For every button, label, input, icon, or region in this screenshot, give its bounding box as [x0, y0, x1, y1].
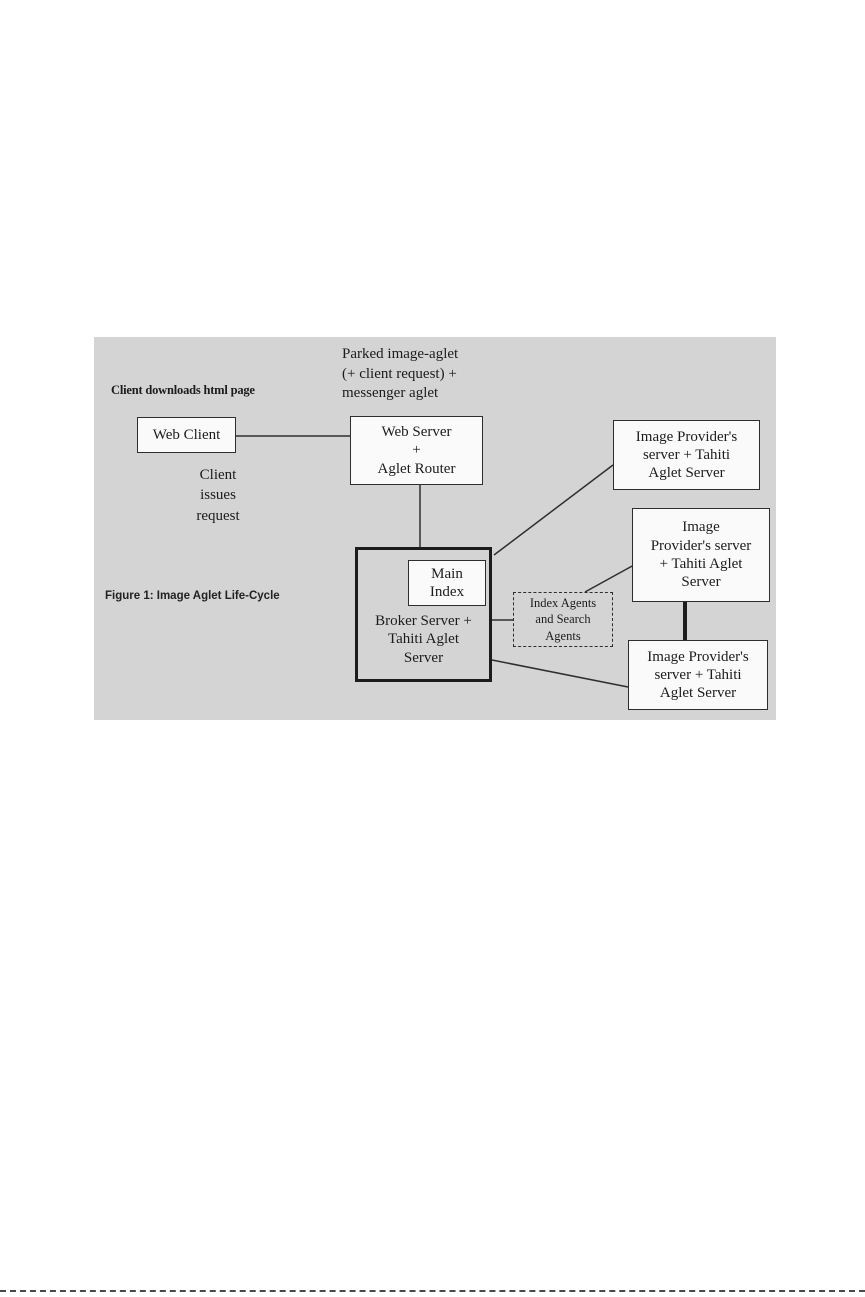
- figure-caption: Figure 1: Image Aglet Life-Cycle: [105, 590, 280, 602]
- node-index-search-agents: Index Agents and Search Agents: [513, 592, 613, 647]
- node-web-client: Web Client: [137, 417, 236, 453]
- node-main-index: Main Index: [408, 560, 486, 606]
- node-image-provider-middle: Image Provider's server + Tahiti Aglet S…: [632, 508, 770, 602]
- node-broker-server-label: Broker Server + Tahiti Aglet Server: [375, 613, 472, 666]
- node-image-provider-top: Image Provider's server + Tahiti Aglet S…: [613, 420, 760, 490]
- edge-broker-provider-top: [493, 464, 614, 556]
- node-web-server: Web Server + Aglet Router: [350, 416, 483, 485]
- node-image-provider-bottom-label: Image Provider's server + Tahiti Aglet S…: [647, 648, 749, 702]
- annotation-client-downloads: Client downloads html page: [111, 383, 255, 397]
- node-web-server-label: Web Server + Aglet Router: [377, 424, 456, 477]
- node-index-search-agents-label: Index Agents and Search Agents: [529, 596, 597, 643]
- annotation-parked-aglet: Parked image-aglet (+ client request) + …: [342, 346, 459, 401]
- figure-diagram: Parked image-aglet (+ client request) + …: [94, 337, 776, 720]
- annotation-client-issues: Client issues request: [196, 467, 240, 524]
- edge-agents-provider-middle: [584, 564, 635, 593]
- node-main-index-label: Main Index: [429, 565, 465, 600]
- node-image-provider-middle-label: Image Provider's server + Tahiti Aglet S…: [650, 519, 752, 591]
- node-broker-server: Main Index Broker Server + Tahiti Aglet …: [355, 547, 492, 682]
- node-web-client-label: Web Client: [152, 426, 221, 443]
- node-image-provider-top-label: Image Provider's server + Tahiti Aglet S…: [635, 428, 738, 482]
- page-bottom-divider: [0, 1290, 865, 1292]
- edge-broker-provider-bottom: [491, 659, 629, 688]
- node-image-provider-bottom: Image Provider's server + Tahiti Aglet S…: [628, 640, 768, 710]
